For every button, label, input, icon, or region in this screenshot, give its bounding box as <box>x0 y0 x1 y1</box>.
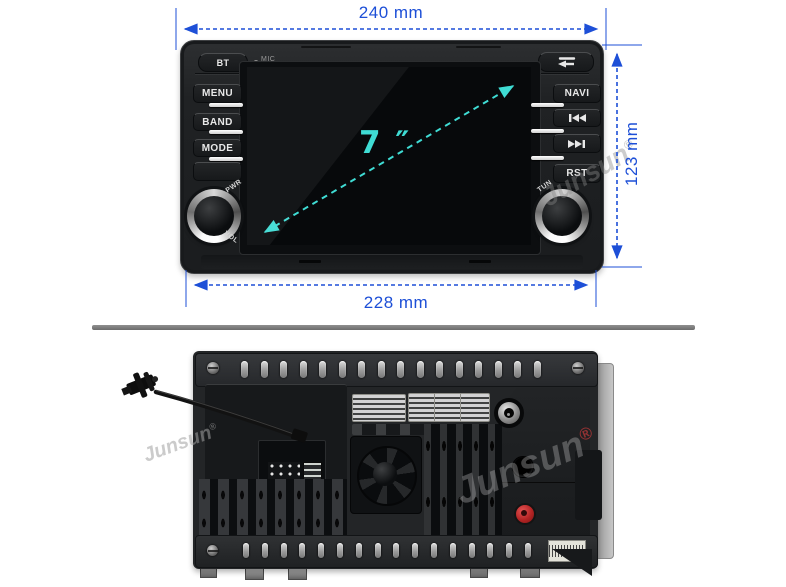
io-round-port <box>512 456 534 478</box>
head-unit-front-view: BT MIC 7 ″ <box>180 40 604 274</box>
front-bottom-trim <box>201 255 583 269</box>
bottom-vent-slots <box>243 543 531 558</box>
previous-indicator <box>531 129 564 133</box>
rear-side-connector-block <box>575 450 602 520</box>
connector-divider <box>434 394 435 421</box>
mode-indicator <box>209 157 243 161</box>
side-height-dimension: 123 mm <box>622 121 641 186</box>
trim-slot <box>469 260 491 263</box>
bt-button: BT <box>198 53 248 72</box>
top-notch <box>456 46 501 48</box>
cooling-fan-housing <box>350 436 422 514</box>
rca-connector-red <box>514 503 536 525</box>
display-screen: 7 ″ <box>247 67 531 245</box>
mount-tab <box>245 568 264 580</box>
previous-track-button <box>553 109 601 127</box>
screw <box>207 362 219 374</box>
blank-button <box>193 162 242 181</box>
screen-bezel: 7 ″ <box>239 61 541 255</box>
section-divider <box>92 325 695 330</box>
band-button: BAND <box>193 113 242 131</box>
tuner-knob-cap <box>542 196 582 236</box>
navi-button: NAVI <box>553 84 601 103</box>
top-notch <box>301 46 351 48</box>
next-track-icon <box>568 139 585 148</box>
wire-harness-connector-group <box>408 393 490 422</box>
mic-label: MIC <box>261 56 276 63</box>
rear-harness-panel <box>205 384 347 510</box>
antenna-socket-pin <box>507 413 510 416</box>
screw <box>572 362 584 374</box>
volume-knob <box>187 189 241 243</box>
eject-button <box>538 52 594 72</box>
screw <box>207 545 218 556</box>
eject-icon <box>558 57 576 68</box>
cooling-fan <box>357 446 417 506</box>
next-track-button <box>553 134 601 153</box>
head-unit-rear-view: .slot-row i{height:17px;} .slot-row.sm i… <box>193 351 598 569</box>
volume-knob-cap <box>194 196 234 236</box>
vol-label: VOL <box>222 230 240 245</box>
heatsink-fins-left <box>199 479 347 537</box>
mount-tab <box>288 568 307 580</box>
top-vent-slots <box>241 361 541 378</box>
connector-divider <box>460 394 461 421</box>
fan-hub <box>373 462 397 486</box>
next-indicator <box>531 156 564 160</box>
menu-indicator <box>209 103 243 107</box>
rst-button: RST <box>553 164 601 183</box>
trim-slot <box>299 260 321 263</box>
screen-size-label: 7 ″ <box>359 125 412 161</box>
top-width-dimension: 240 mm <box>358 3 424 22</box>
panel-step <box>502 482 590 483</box>
menu-button: MENU <box>193 84 242 103</box>
previous-track-icon <box>569 114 586 122</box>
antenna-plug <box>121 371 159 398</box>
screen-diagonal-arrow <box>263 85 515 233</box>
mode-button: MODE <box>193 139 242 157</box>
tuner-knob <box>535 189 589 243</box>
wire-harness-connector-large <box>352 394 406 422</box>
navi-indicator <box>531 103 564 107</box>
bottom-width-dimension: 228 mm <box>363 293 429 312</box>
band-indicator <box>209 130 243 134</box>
rca-center <box>521 510 527 516</box>
radio-antenna-socket <box>494 398 524 428</box>
